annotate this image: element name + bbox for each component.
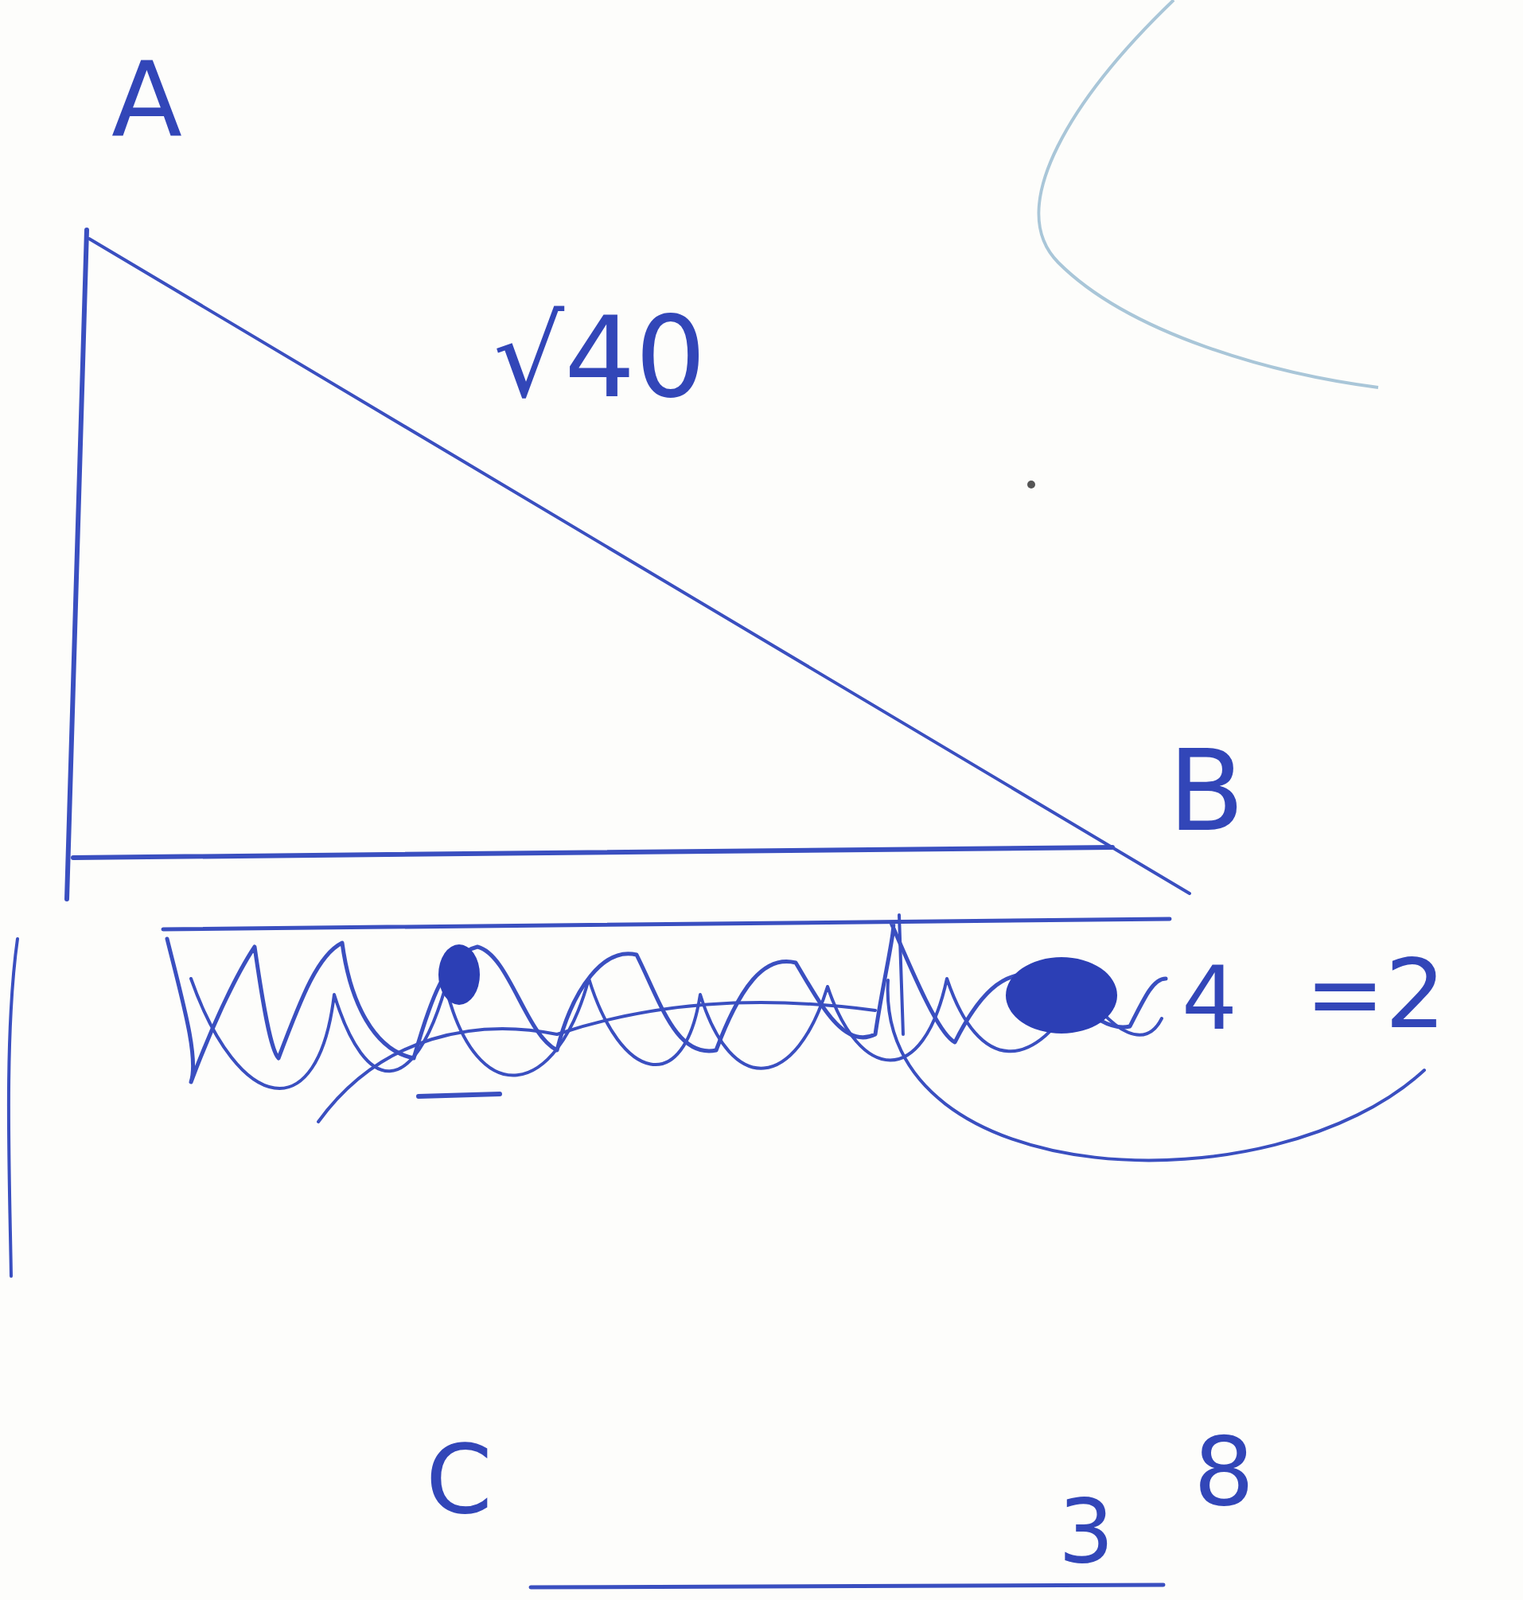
- faint-curve: [1039, 0, 1379, 388]
- ink-blob: [1005, 957, 1118, 1034]
- left-arc: [8, 938, 18, 1277]
- underline: [418, 1094, 500, 1097]
- handwritten-label: C: [425, 1432, 493, 1528]
- handwritten-label: =2: [1304, 946, 1446, 1043]
- ink-blob: [438, 944, 480, 1005]
- handwritten-label: A: [111, 47, 183, 152]
- scribble: [163, 919, 1170, 1083]
- triangle-hypotenuse: [89, 238, 1190, 894]
- triangle-base: [73, 847, 1113, 858]
- scribble: [318, 915, 904, 1122]
- triangle-leg: [66, 229, 87, 900]
- underline: [530, 1585, 1164, 1588]
- handwritten-label: B: [1168, 736, 1245, 848]
- handwritten-label: 4: [1181, 954, 1238, 1043]
- handwritten-label: 8: [1193, 1424, 1255, 1520]
- handwritten-label: 3: [1058, 1487, 1115, 1576]
- handwritten-label: √40: [493, 302, 706, 414]
- ink-dot: [1027, 480, 1036, 489]
